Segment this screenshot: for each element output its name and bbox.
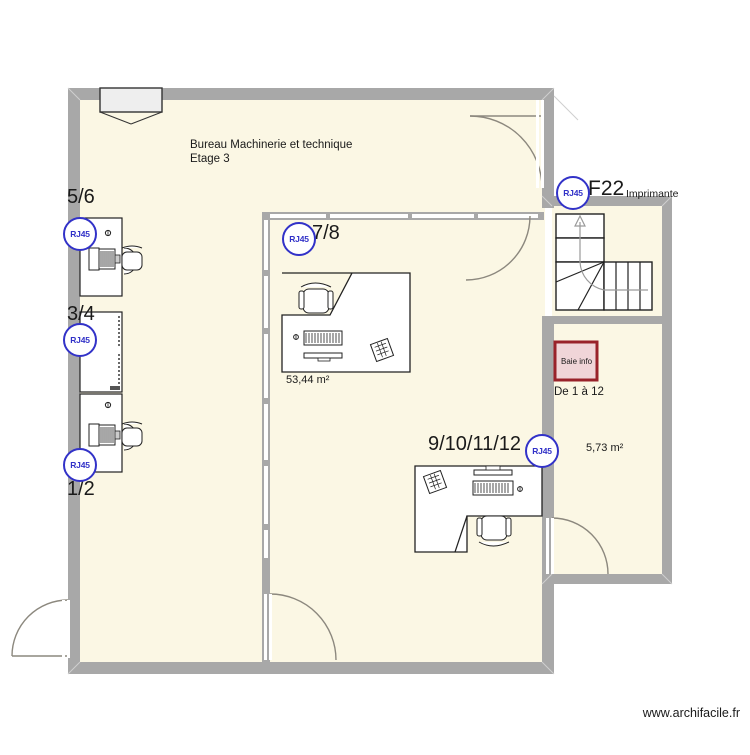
interior-walls [262,212,544,662]
plan-title-line1: Bureau Machinerie et technique [190,139,353,151]
wall-right-main-lower [542,316,554,674]
door-top-right [469,95,579,189]
label-desk-1-2: 1/2 [67,478,95,500]
plan-title: Bureau Machinerie et technique Etage 3 [190,138,352,166]
stair-direction-arrow [574,214,648,291]
label-desk-5-6: 5/6 [67,186,95,208]
wall-right-main-upper [542,88,554,208]
wall-annex-right [662,196,672,584]
watermark: www.archifacile.fr [642,706,740,720]
desk-9-10-11-12 [414,465,543,553]
label-baie-info: Baie info [561,357,593,366]
rj45-f22[interactable]: RJ45 [556,176,590,210]
desk-7-8 [281,272,411,373]
label-imprimante: Imprimante [626,188,679,200]
wall-annex-divider [542,316,672,324]
wall-top [68,88,554,100]
window-top [99,87,163,125]
rj45-3-4[interactable]: RJ45 [63,323,97,357]
wall-78-left-glazing [264,220,268,558]
door-bottom-center [264,593,337,661]
baie-info-box [553,340,599,382]
door-bottom-left [11,599,70,658]
rj45-7-8[interactable]: RJ45 [282,222,316,256]
wall-annex-bottom [542,574,672,584]
door-bottom-right [546,517,609,575]
staircase [555,213,653,311]
label-room-7-8: 7/8 [312,222,340,244]
doors [11,95,609,661]
door-7-8 [465,215,531,281]
rj45-1-2[interactable]: RJ45 [63,448,97,482]
desk-accessory-icon-9-12 [422,469,448,495]
label-room-9-10-11-12: 9/10/11/12 [428,433,522,455]
wall-bevels [67,87,673,675]
rj45-9-10-11-12[interactable]: RJ45 [525,434,559,468]
rj45-5-6[interactable]: RJ45 [63,217,97,251]
wall-left [68,88,80,674]
wall-78-top-glazing [268,214,538,218]
label-de-1-a-12: De 1 à 12 [554,386,604,398]
label-area-tech: 5,73 m² [586,442,624,454]
exterior-walls [68,88,672,674]
wall-annex-top [542,196,672,206]
desk-accessory-icon-7-8 [369,337,395,363]
wall-bottom [68,662,554,674]
label-desk-3-4: 3/4 [67,303,95,325]
label-f22: F22 [588,177,625,200]
label-area-main: 53,44 m² [286,374,330,386]
plan-title-line2: Etage 3 [190,153,230,165]
